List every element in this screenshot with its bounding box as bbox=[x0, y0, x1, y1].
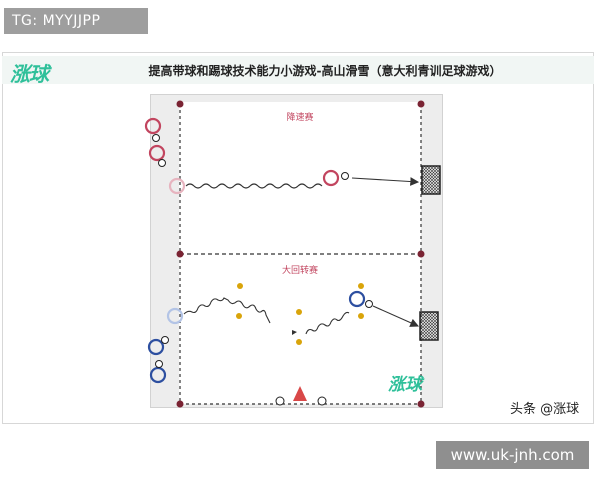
corner-marker bbox=[176, 250, 184, 258]
slalom-path bbox=[183, 297, 271, 324]
red-player bbox=[144, 117, 162, 135]
author-credit: 头条 @涨球 bbox=[510, 402, 580, 417]
header-band bbox=[2, 56, 594, 84]
ball-icon bbox=[158, 159, 166, 167]
red-player bbox=[148, 144, 166, 162]
section-label-downhill: 降速赛 bbox=[286, 113, 314, 123]
diagram-title: 提高带球和踢球技术能力小游戏-高山滑雪（意大利青训足球游戏） bbox=[148, 64, 502, 78]
blue-player bbox=[348, 290, 366, 308]
goal-icon bbox=[419, 311, 439, 341]
blue-player bbox=[147, 338, 165, 356]
corner-marker bbox=[176, 100, 184, 108]
shot-arrow bbox=[351, 177, 420, 186]
brand-logo: 涨球 bbox=[10, 62, 49, 86]
ball-icon bbox=[161, 336, 169, 344]
brand-logo-watermark: 涨球 bbox=[388, 375, 422, 395]
cone-marker bbox=[358, 313, 364, 319]
cone-marker bbox=[237, 283, 243, 289]
top-watermark-badge: TG: MYYJJPP bbox=[4, 8, 148, 34]
field-playing-area bbox=[179, 102, 421, 404]
red-player bbox=[322, 169, 340, 187]
shot-arrow bbox=[372, 305, 420, 327]
corner-marker bbox=[176, 400, 184, 408]
corner-marker bbox=[417, 400, 425, 408]
ball-icon bbox=[275, 396, 285, 406]
slalom-arrowhead bbox=[292, 330, 297, 335]
red-player-faded bbox=[168, 177, 186, 195]
cone-marker bbox=[358, 283, 364, 289]
goal-icon bbox=[421, 165, 441, 195]
slalom-path bbox=[305, 311, 350, 335]
dribble-path bbox=[185, 183, 323, 189]
cone-marker bbox=[236, 313, 242, 319]
section-label-giant-slalom: 大回转赛 bbox=[281, 266, 318, 276]
ball-icon bbox=[341, 172, 349, 180]
coach-cone-icon bbox=[293, 386, 307, 401]
cone-marker bbox=[296, 309, 302, 315]
cone-marker bbox=[296, 339, 302, 345]
blue-player-faded bbox=[166, 307, 184, 325]
ball-icon bbox=[317, 396, 327, 406]
url-watermark-badge: www.uk-jnh.com bbox=[436, 441, 589, 469]
ball-icon bbox=[155, 360, 163, 368]
ball-icon bbox=[365, 300, 373, 308]
corner-marker bbox=[417, 100, 425, 108]
ball-icon bbox=[152, 134, 160, 142]
corner-marker bbox=[417, 250, 425, 258]
blue-player bbox=[149, 366, 167, 384]
